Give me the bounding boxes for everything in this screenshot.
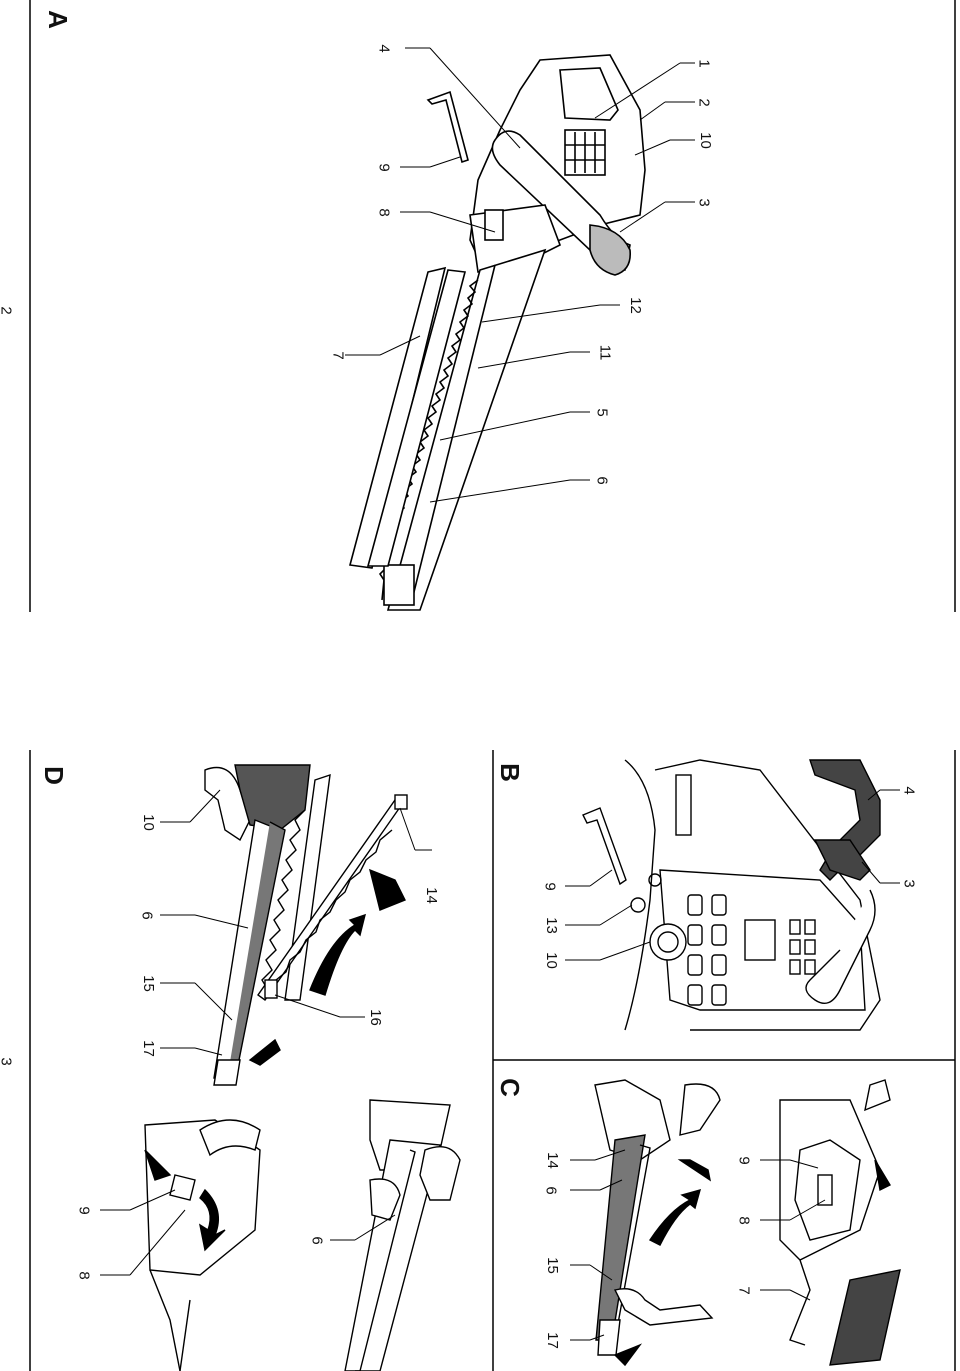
callout-a-8: 8 [375,208,393,217]
callout-a-12: 12 [626,297,644,314]
callout-c-17: 17 [543,1332,561,1349]
page-number-top: 2 [0,306,15,314]
callout-d-14: 14 [422,887,440,904]
callout-a-4: 4 [375,44,393,53]
callout-a-3: 3 [695,198,713,207]
figure-b-drawing [582,759,881,1031]
callout-d-9: 9 [75,1206,93,1215]
callout-a-7: 7 [329,351,347,360]
callout-c-14: 14 [543,1152,561,1169]
callout-a-2: 2 [695,98,713,107]
figure-c-leaders [570,1149,826,1341]
callout-b-4: 4 [900,786,918,795]
figure-d-drawing [144,764,461,1371]
page-number-bottom: 3 [0,1057,15,1065]
callout-a-1: 1 [695,59,713,68]
callout-c-7: 7 [735,1286,753,1295]
callout-a-5: 5 [593,408,611,417]
callout-d-8: 8 [75,1271,93,1280]
callout-d-10: 10 [139,814,157,831]
callout-b-13: 13 [542,917,560,934]
callout-c-6: 6 [542,1186,560,1195]
figure-c-drawing [594,1079,901,1367]
callout-c-9: 9 [735,1156,753,1165]
callout-a-11: 11 [596,344,614,361]
callout-c-8: 8 [735,1216,753,1225]
section-d-label: D [38,766,69,785]
figure-a-drawing [348,54,646,611]
callout-c-15: 15 [543,1257,561,1274]
section-c-label: C [494,1078,525,1097]
callout-a-9: 9 [375,163,393,172]
callout-a-6: 6 [593,476,611,485]
callout-d-17: 17 [139,1040,157,1057]
callout-a-10: 10 [696,132,714,149]
callout-b-10: 10 [542,952,560,969]
callout-b-3: 3 [900,879,918,888]
callout-d-6b: 6 [308,1236,326,1245]
callout-d-6: 6 [138,911,156,920]
figure-d-leaders [100,789,432,1276]
section-b-label: B [494,763,525,782]
figure-a-leaders [345,47,695,503]
figure-b-leaders [565,789,900,961]
callout-d-16: 16 [366,1009,384,1026]
callout-d-15: 15 [139,975,157,992]
callout-b-9: 9 [541,882,559,891]
section-a-label: A [42,10,73,29]
